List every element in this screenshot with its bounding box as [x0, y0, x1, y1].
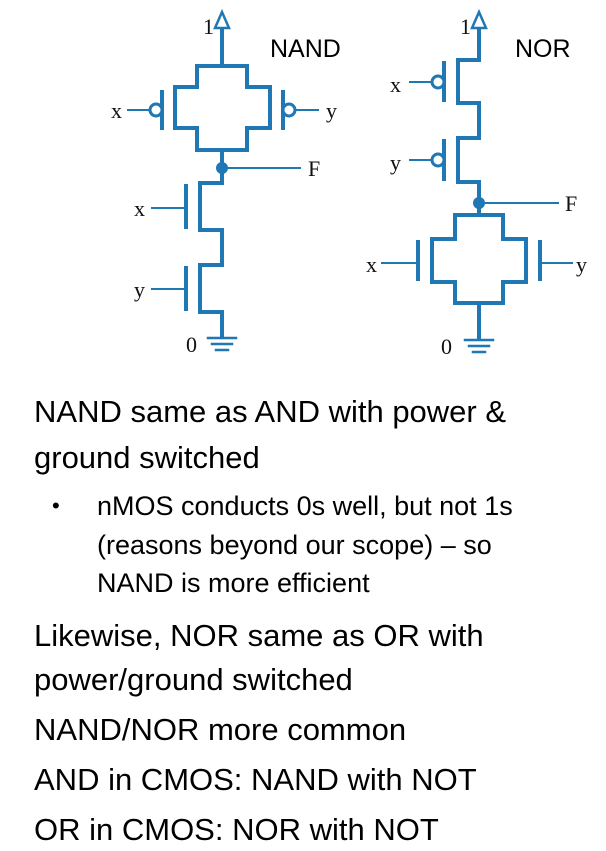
bullet-line-3: NAND is more efficient: [97, 568, 370, 598]
nand-pmos-network: [173, 64, 272, 152]
nand-output-label: F: [308, 156, 320, 181]
nor-title: NOR: [515, 35, 571, 63]
text-line-7: OR in CMOS: NOR with NOT: [34, 812, 439, 847]
nor-pmos-y-label: y: [390, 150, 401, 175]
nand-ground-icon: [206, 336, 238, 352]
bullet-line-2: (reasons beyond our scope) – so: [97, 530, 492, 560]
nor-nmos-x-label: x: [366, 252, 377, 277]
nand-pmos-y-bubble: [281, 102, 297, 118]
nand-supply-arrow-icon: [213, 8, 231, 30]
nand-nmos-x-label: x: [134, 196, 145, 221]
nand-nmos-network: [198, 181, 224, 338]
cmos-diagram: NAND 1 x y F x: [0, 0, 606, 370]
nor-output-label: F: [565, 191, 577, 216]
nand-nmos-y-label: y: [134, 277, 145, 302]
bullet-line-1: nMOS conducts 0s well, but not 1s: [97, 491, 513, 521]
nor-nmos-y-label: y: [576, 252, 587, 277]
nand-ground-label: 0: [186, 332, 197, 357]
text-line-5: NAND/NOR more common: [34, 712, 407, 747]
cmos-schematic: NAND 1 x y F x: [111, 8, 587, 359]
nand-pmos-x-label: x: [111, 98, 122, 123]
text-line-4: power/ground switched: [34, 662, 353, 697]
text-line-2: ground switched: [34, 440, 260, 475]
nor-pmos-x-label: x: [390, 72, 401, 97]
nor-ground-label: 0: [441, 334, 452, 359]
text-line-6: AND in CMOS: NAND with NOT: [34, 762, 477, 797]
nor-pmos-y-bubble: [430, 152, 446, 168]
nand-title: NAND: [270, 35, 341, 63]
nor-circuit: NOR 1 x y F x y: [366, 8, 587, 359]
nand-circuit: NAND 1 x y F x: [111, 8, 341, 357]
nand-pmos-y-label: y: [326, 98, 337, 123]
nor-pmos-x-bubble: [430, 74, 446, 90]
nand-supply-label: 1: [203, 14, 214, 39]
nor-supply-arrow-icon: [470, 8, 488, 30]
nor-supply-label: 1: [460, 14, 471, 39]
text-line-3: Likewise, NOR same as OR with: [34, 618, 484, 653]
text-line-1: NAND same as AND with power &: [34, 394, 507, 429]
nor-nmos-network: [430, 213, 528, 305]
bullet-icon: •: [52, 493, 60, 518]
nor-pmos-network: [456, 58, 481, 217]
nor-ground-icon: [463, 338, 495, 354]
nand-pmos-x-bubble: [148, 102, 164, 118]
